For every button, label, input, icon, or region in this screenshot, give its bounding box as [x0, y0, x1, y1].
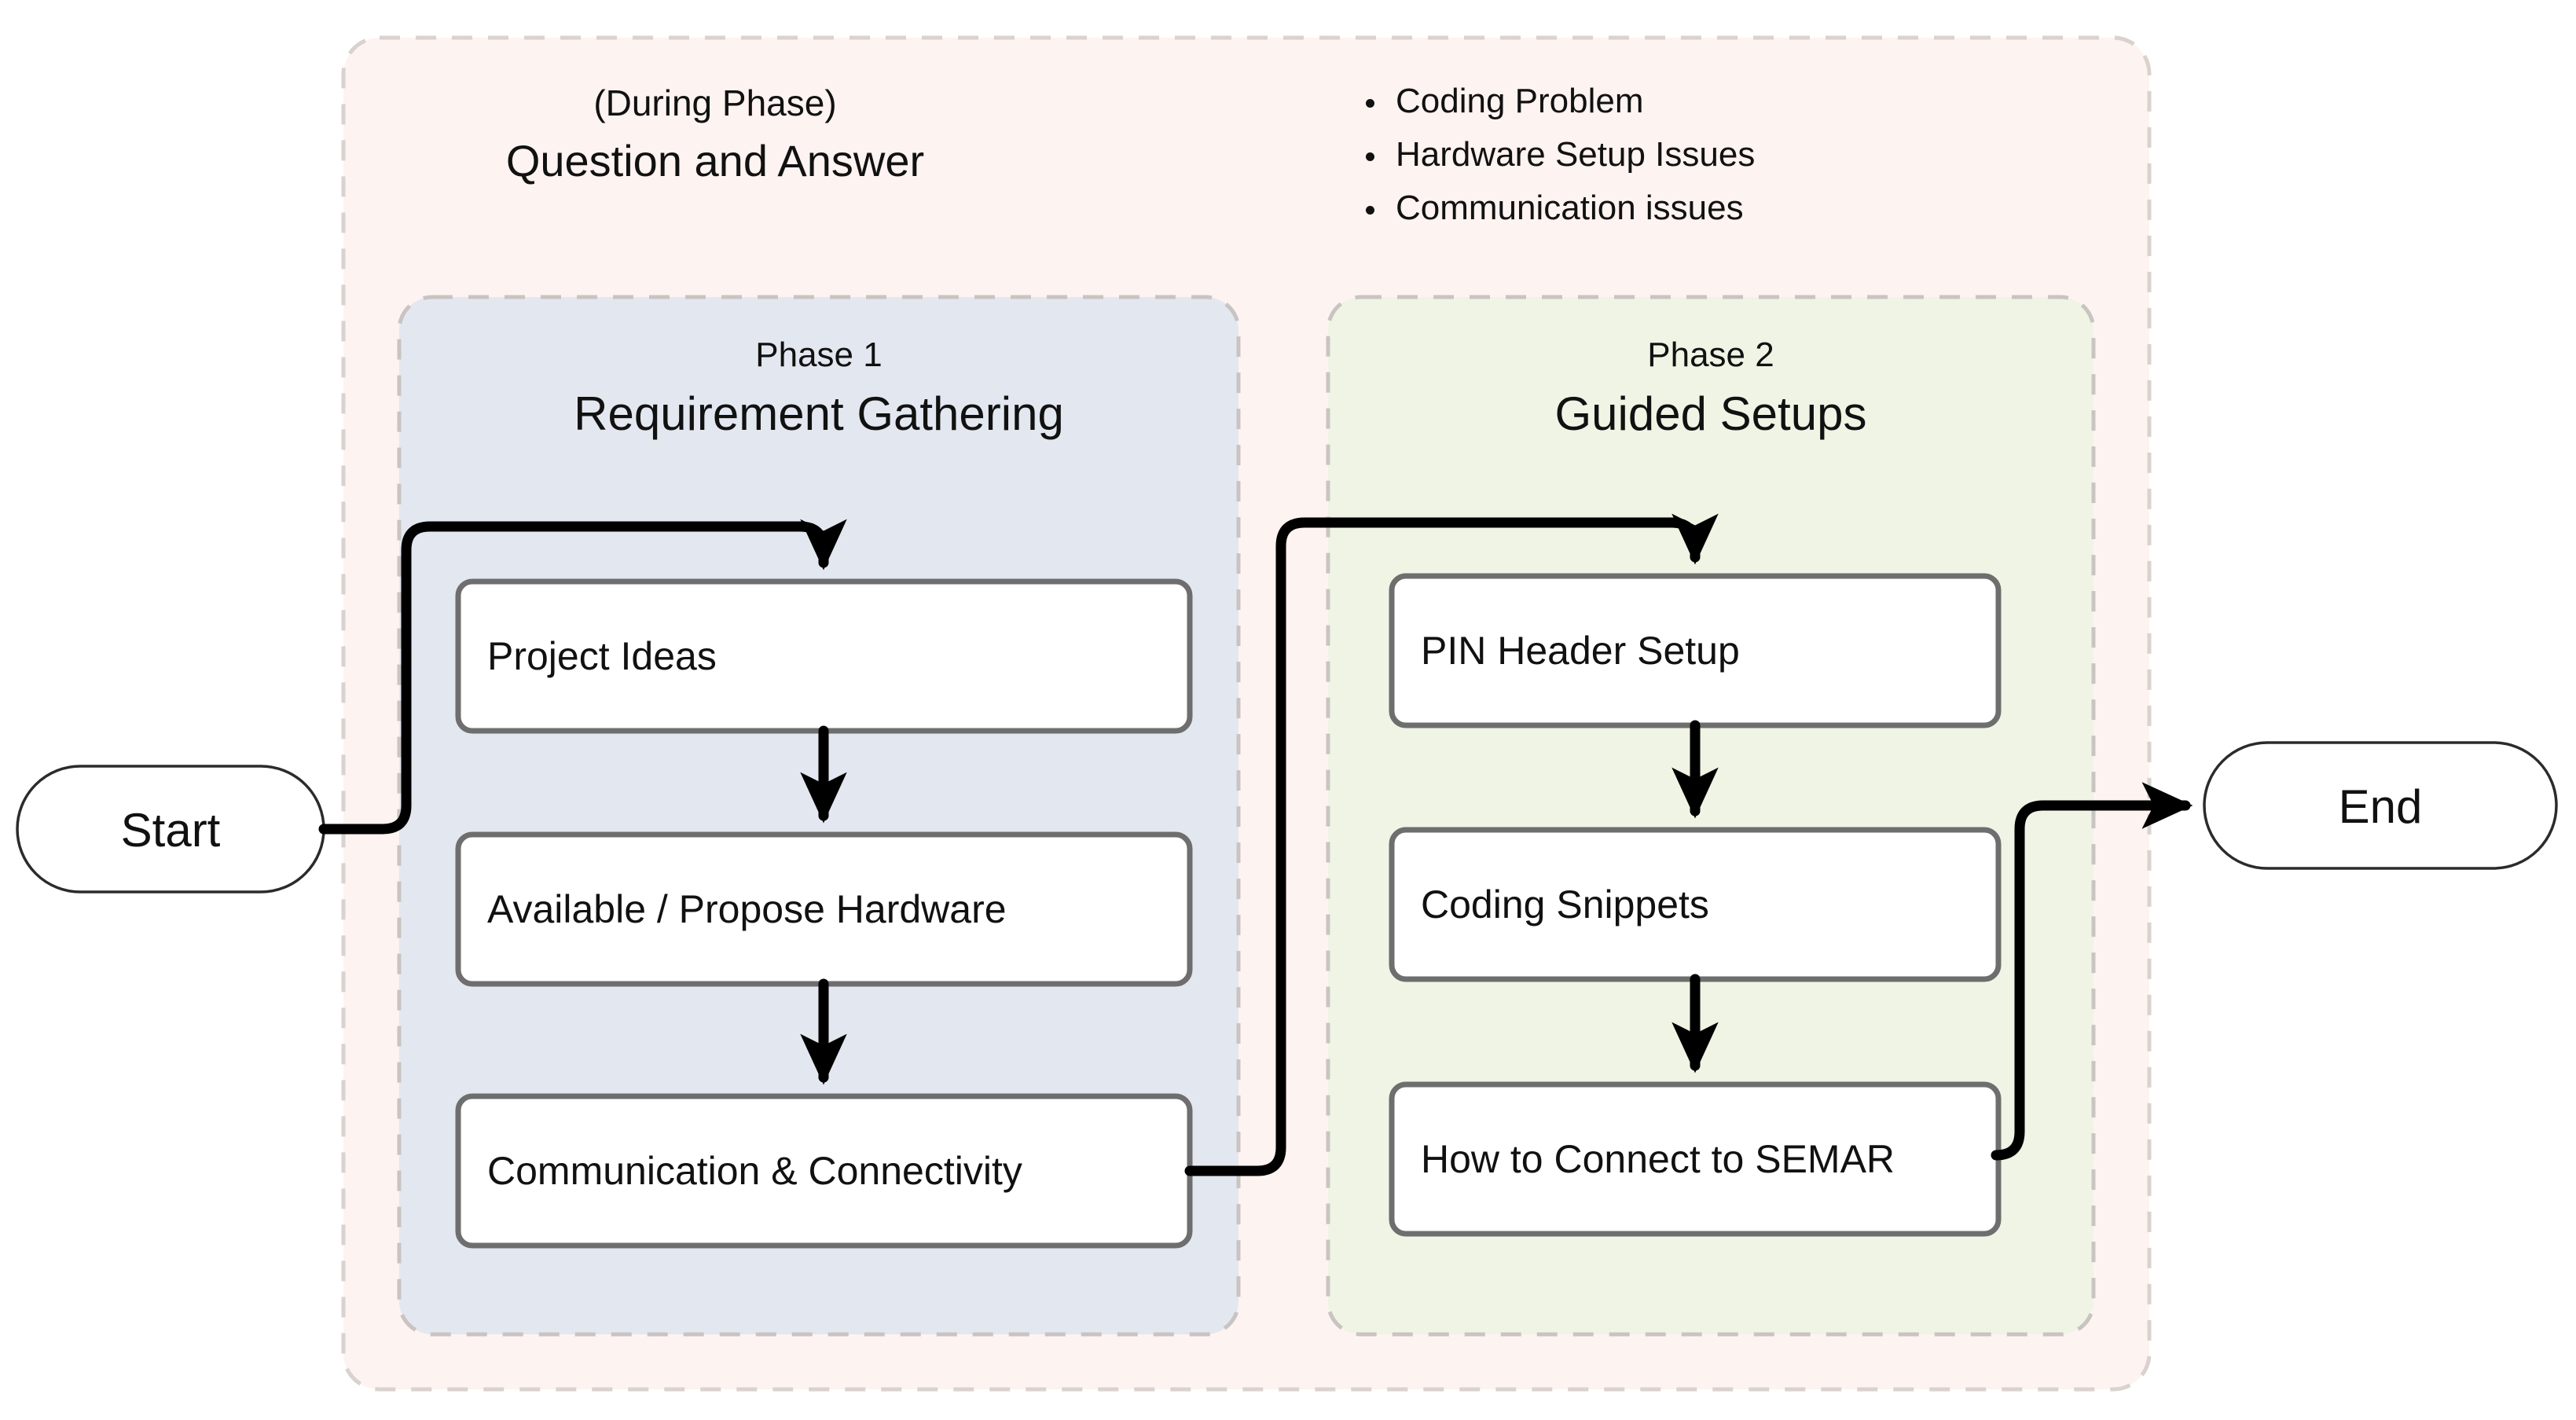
node-label-project-ideas[interactable]: Project Ideas — [487, 634, 717, 678]
list-item: Hardware Setup Issues — [1360, 128, 1755, 182]
node-label-communication-connectivity[interactable]: Communication & Connectivity — [487, 1149, 1022, 1193]
terminal-end-shape[interactable] — [2203, 741, 2558, 870]
edge-semar-to-end — [1991, 782, 2193, 1161]
outer-container-subtitle: (During Phase) — [593, 83, 837, 123]
node-label-pin-header-setup[interactable]: PIN Header Setup — [1421, 629, 1740, 673]
node-label-available-propose-hardware[interactable]: Available / Propose Hardware — [487, 887, 1007, 931]
terminal-start-label[interactable]: Start — [120, 804, 221, 857]
terminal-end-label[interactable]: End — [2338, 780, 2423, 833]
node-label-coding-snippets[interactable]: Coding Snippets — [1421, 882, 1709, 926]
phase2-title: Guided Setups — [1554, 387, 1867, 440]
edge-start-to-project-ideas — [318, 519, 847, 835]
list-item: Coding Problem — [1360, 75, 1755, 128]
issue-list: Coding Problem Hardware Setup Issues Com… — [1360, 75, 1755, 235]
edge-communication-to-pin-header-setup — [1184, 513, 1719, 1176]
phase1-label: Phase 1 — [755, 336, 883, 374]
node-label-how-to-connect-to-semar[interactable]: How to Connect to SEMAR — [1421, 1137, 1895, 1181]
phase1-title: Requirement Gathering — [574, 387, 1064, 440]
outer-container-title: Question and Answer — [505, 136, 925, 185]
list-item: Communication issues — [1360, 182, 1755, 235]
phase2-label: Phase 2 — [1647, 336, 1774, 374]
